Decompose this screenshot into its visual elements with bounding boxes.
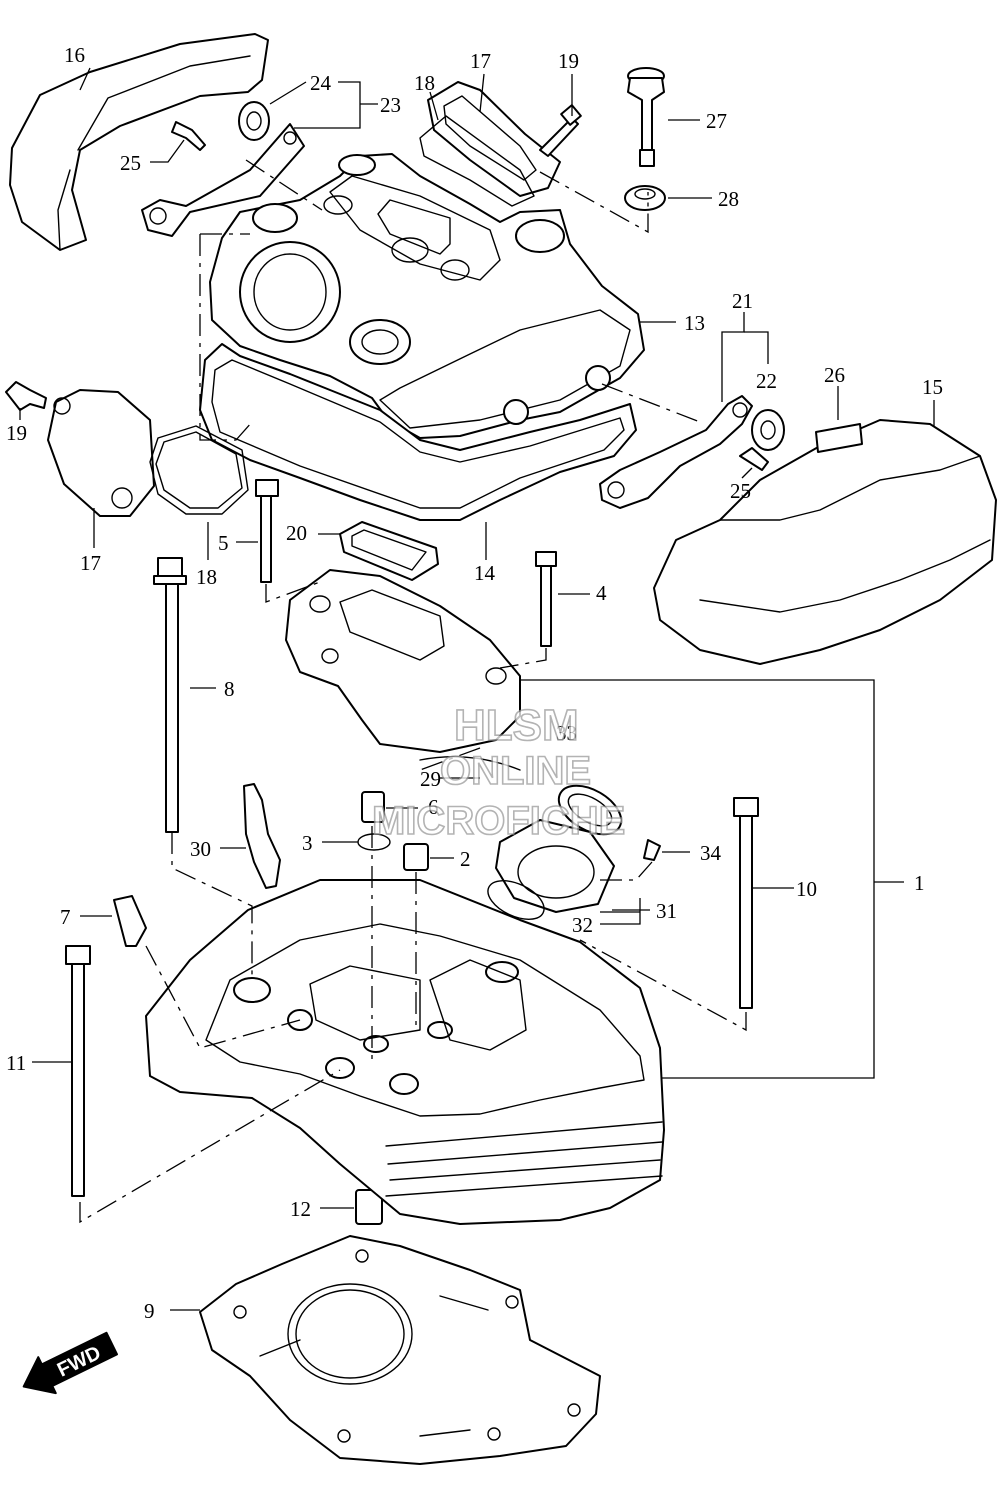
part-30-spark-plug [243,783,281,889]
part-31-intake-pipe [495,819,615,913]
part-20-gasket [339,521,439,581]
part-13-valve-cover [209,153,645,439]
part-4-bolt [535,551,557,647]
part-26-plate [815,423,863,453]
part-12-dowel [355,1189,383,1225]
part-18-oring-upper [419,115,535,207]
callout-19-upper: 19 [558,49,579,73]
part-23-bracket [141,123,305,237]
callout-22: 22 [756,369,777,393]
callout-3: 3 [302,831,313,855]
callout-27: 27 [706,109,727,133]
part-6-dowel [361,791,385,823]
part-24-spacer [238,101,270,141]
callout-16: 16 [64,43,85,67]
watermark: HLSM ONLINE MICROFICHE [371,700,626,844]
callout-17-left: 17 [80,551,101,575]
callout-17-upper: 17 [470,49,491,73]
part-10-bolt [733,797,759,1009]
part-25-bolt-right [739,447,769,471]
watermark-line-2: ONLINE [440,749,591,793]
callout-7: 7 [60,905,71,929]
part-14-gasket [199,343,637,521]
callout-25-right: 25 [730,479,751,503]
callout-15: 15 [922,375,943,399]
callout-9: 9 [144,1299,155,1323]
callout-12: 12 [290,1197,311,1221]
part-19-bolt-left [5,381,47,411]
fwd-arrow-icon: FWD [22,1331,119,1395]
part-7-valve [113,895,147,947]
callout-10: 10 [796,877,817,901]
part-15-right-cover [653,419,997,665]
callout-19-left: 19 [6,421,27,445]
callout-11: 11 [6,1051,26,1075]
part-11-bolt [65,945,91,1197]
part-33-clamp [557,784,623,836]
intake-holder [285,569,521,753]
part-2-dowel [403,843,429,871]
callout-32: 32 [572,913,593,937]
callout-21: 21 [732,289,753,313]
callout-8: 8 [224,677,235,701]
part-8-stud [153,557,187,833]
callout-13: 13 [684,311,705,335]
leader-lines [19,67,935,1311]
part-28-washer [624,185,666,211]
callout-20: 20 [286,521,307,545]
watermark-line-1: HLSM [454,701,579,750]
part-32-oring [487,880,545,920]
callout-23: 23 [380,93,401,117]
callout-2: 2 [460,847,471,871]
callout-18-upper: 18 [414,71,435,95]
callout-34: 34 [700,841,722,865]
callout-4: 4 [596,581,607,605]
callout-28: 28 [718,187,739,211]
part-21-bracket [599,395,753,509]
callout-30: 30 [190,837,211,861]
part-9-head-gasket [199,1235,601,1465]
callout-31: 31 [656,899,677,923]
part-25-bolt-upper [171,121,206,151]
callout-14: 14 [474,561,496,585]
part-17-cover-left [47,389,155,517]
alignment-lines [79,159,747,1224]
part-17-cover-upper [427,81,561,197]
part-16-side-cover [9,33,269,251]
callout-labels: 1 2 3 4 5 6 7 8 9 10 11 12 13 14 15 16 1… [6,43,943,1323]
part-19-bolt-upper [539,104,582,157]
callout-1: 1 [914,871,925,895]
callout-24: 24 [310,71,332,95]
part-27-bolt [627,67,665,167]
part-34-screw [643,839,661,861]
callout-5: 5 [218,531,229,555]
part-1-cylinder-head [145,879,665,1225]
callout-33: 33 [556,721,577,745]
part-18-oring-left [149,425,249,515]
callout-29: 29 [420,767,441,791]
callout-6: 6 [428,795,439,819]
watermark-line-3: MICROFICHE [372,799,625,843]
part-22-spacer [751,409,785,451]
callout-18-left: 18 [196,565,217,589]
part-5-bolt [255,479,279,583]
part-29-oring [419,755,521,771]
callout-26: 26 [824,363,845,387]
callout-25-upper: 25 [120,151,141,175]
